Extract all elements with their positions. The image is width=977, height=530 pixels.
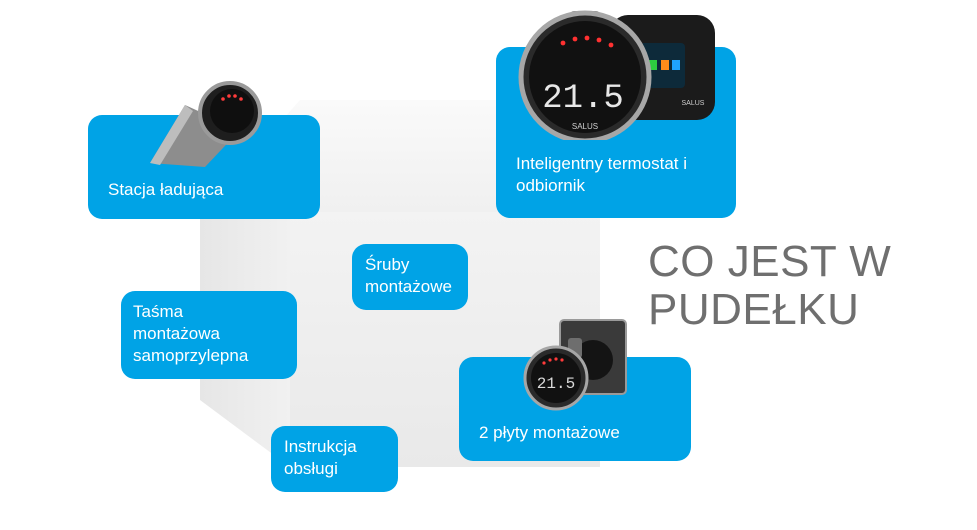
station-stand-face	[150, 105, 193, 165]
station-dial-screen	[210, 89, 254, 133]
manual-text-line1: Instrukcja	[284, 437, 357, 456]
tape-text-line2: montażowa	[133, 324, 220, 343]
title-line1: CO JEST W	[648, 237, 892, 286]
mounting-plates-image: 21.5	[523, 319, 627, 411]
screws-label: Śruby montażowe	[352, 244, 468, 310]
thermostat-receiver-text: Inteligentny termostat i odbiornik	[516, 154, 688, 195]
charging-station-text: Stacja ładująca	[108, 180, 224, 199]
charging-station-image	[150, 81, 262, 167]
manual-label: Instrukcja obsługi	[271, 426, 398, 492]
page-title: CO JEST W PUDEŁKU	[648, 238, 891, 334]
title-line2: PUDEŁKU	[648, 285, 860, 334]
receiver-brand: SALUS	[682, 100, 705, 107]
thermostat-brand: SALUS	[572, 122, 598, 131]
screws-text-line2: montażowe	[365, 277, 452, 296]
screws-text-line1: Śruby	[365, 255, 410, 274]
tape-text-line1: Taśma	[133, 302, 184, 321]
mounting-plates-text: 2 płyty montażowe	[479, 423, 620, 442]
thermostat-screen	[529, 21, 641, 133]
thermostat-image: 21.5 SALUS SALUS	[518, 10, 715, 140]
tape-text-line3: samoprzylepna	[133, 346, 249, 365]
tape-label: Taśma montażowa samoprzylepna	[121, 291, 297, 379]
thermostat-reading: 21.5	[542, 80, 624, 118]
manual-text-line2: obsługi	[284, 459, 338, 478]
charging-station-label: Stacja ładująca	[88, 115, 320, 219]
plates-reading: 21.5	[537, 375, 575, 393]
